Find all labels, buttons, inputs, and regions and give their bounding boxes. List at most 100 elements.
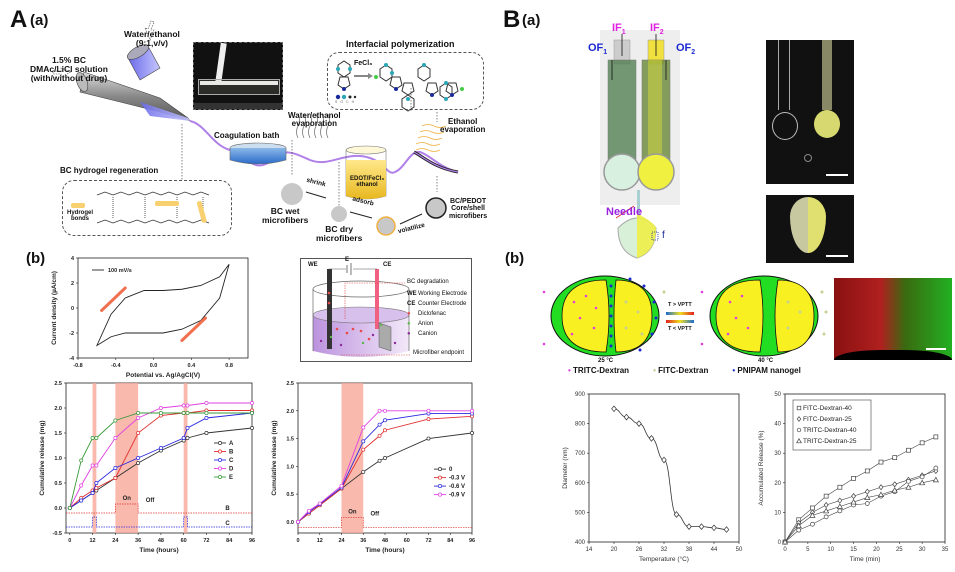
atom-h: H (351, 100, 355, 104)
data-point (796, 405, 802, 411)
legend-label: C (229, 458, 234, 464)
data-point (361, 439, 366, 444)
droplet-photo (766, 40, 854, 184)
data-point (426, 417, 431, 422)
y-tick-label: 1.5 (286, 437, 294, 443)
microcapsule-schematic (542, 275, 828, 357)
data-point (919, 440, 925, 446)
legend-label: FITC-Dextran-40 (803, 405, 852, 412)
data-point (837, 497, 843, 504)
if2-label: IF2 (650, 22, 664, 37)
data-point (919, 474, 925, 480)
legend-tritc: • TRITC-Dextran (568, 366, 630, 375)
fit-curve (784, 470, 936, 543)
data-point (723, 526, 730, 533)
bc-degradation-label: BC degradation (407, 279, 449, 285)
panel-a-letter: A (10, 6, 28, 33)
x-tick-label: 38 (686, 547, 693, 553)
fluorescence-image (834, 278, 952, 360)
data-point (383, 408, 387, 413)
panel-a-sub-b: (b) (26, 250, 46, 267)
data-point (623, 413, 630, 421)
temp-40-label: 40 °C (758, 358, 774, 364)
data-point (67, 506, 72, 510)
legend-box (792, 399, 872, 451)
of2-label: OF2 (676, 42, 696, 57)
x-tick-label: 60 (404, 538, 410, 544)
needle-arrow-icon (615, 205, 635, 219)
legend-fitc: • FITC-Dextran (653, 366, 709, 375)
data-point (218, 458, 222, 462)
series-FITC-Dextran-40 (782, 434, 939, 545)
series-0 (296, 431, 474, 524)
legend-anion: ●Anion (407, 321, 434, 327)
data-point (796, 527, 802, 533)
x-tick-label: 32 (661, 547, 668, 553)
y-tick-label: 50 (774, 392, 781, 398)
data-point (113, 466, 118, 470)
data-point (864, 501, 870, 506)
data-point (377, 458, 382, 463)
on-off-trace-c (66, 516, 252, 528)
legend-label: B (229, 450, 234, 456)
data-point (864, 488, 870, 495)
water-ethanol-label: Water/ethanol(9:1,v/v) (124, 29, 180, 48)
x-tick-label: 24 (338, 538, 345, 544)
legend-canion: ●Canion (407, 331, 438, 337)
bc-wet-circle (281, 183, 303, 205)
legend-label: D (229, 467, 234, 473)
data-point (611, 405, 617, 413)
off-label: Off (146, 498, 156, 504)
data-point (218, 466, 222, 471)
data-point (113, 418, 118, 423)
data-point (250, 401, 254, 405)
series-line (69, 410, 252, 509)
x-tick-label: 10 (827, 547, 834, 553)
trace-b-label: B (225, 506, 230, 512)
data-point (438, 484, 442, 489)
y-tick-label: 2.0 (286, 409, 294, 415)
spinning-schematic (52, 20, 459, 236)
capsule-25c (542, 275, 666, 357)
microfiber-endpoint-label: Microfiber endpoint (413, 350, 465, 356)
legend-label: 0 (449, 467, 453, 473)
data-point (851, 476, 856, 481)
y-axis-label: Diameter (nm) (562, 447, 569, 489)
data-point (823, 507, 830, 514)
data-point (158, 406, 163, 410)
data-point (933, 465, 939, 471)
scale-bar (826, 174, 848, 176)
data-point (438, 467, 442, 472)
legend-label: -0.6 V (449, 484, 465, 490)
data-point (836, 503, 843, 509)
guide-lines (181, 88, 438, 206)
janus-droplet-photo (766, 195, 854, 263)
y-tick-label: 700 (575, 451, 586, 457)
panel-b-sub-b: (b) (505, 250, 525, 267)
t-greater-vptt: T > VPTT (668, 302, 692, 308)
y-tick-label: -4 (69, 356, 75, 362)
data-point (906, 447, 911, 453)
y-tick-label: 4 (71, 256, 75, 262)
data-point (136, 411, 141, 415)
y-tick-label: 1.0 (54, 456, 62, 462)
y-axis-label: Accumulated Release (%) (758, 430, 765, 505)
y-axis-label: Current density (µA/cm) (51, 271, 58, 345)
on-window (92, 383, 97, 533)
data-point (781, 538, 789, 545)
x-axis-label: Temperature (°C) (639, 555, 689, 563)
cv-curve (95, 263, 230, 347)
x-tick-label: 14 (586, 547, 593, 553)
y-tick-label: 0.0 (54, 506, 62, 512)
data-point (204, 411, 209, 415)
coagulation-bath-icon (229, 142, 287, 165)
data-point (377, 422, 382, 427)
data-point (296, 519, 300, 524)
data-point (470, 408, 474, 413)
y-tick-label: 800 (575, 422, 586, 428)
x-tick-label: 0 (68, 538, 71, 544)
interfacial-polymerization-title: Interfacial polymerization (346, 39, 455, 49)
